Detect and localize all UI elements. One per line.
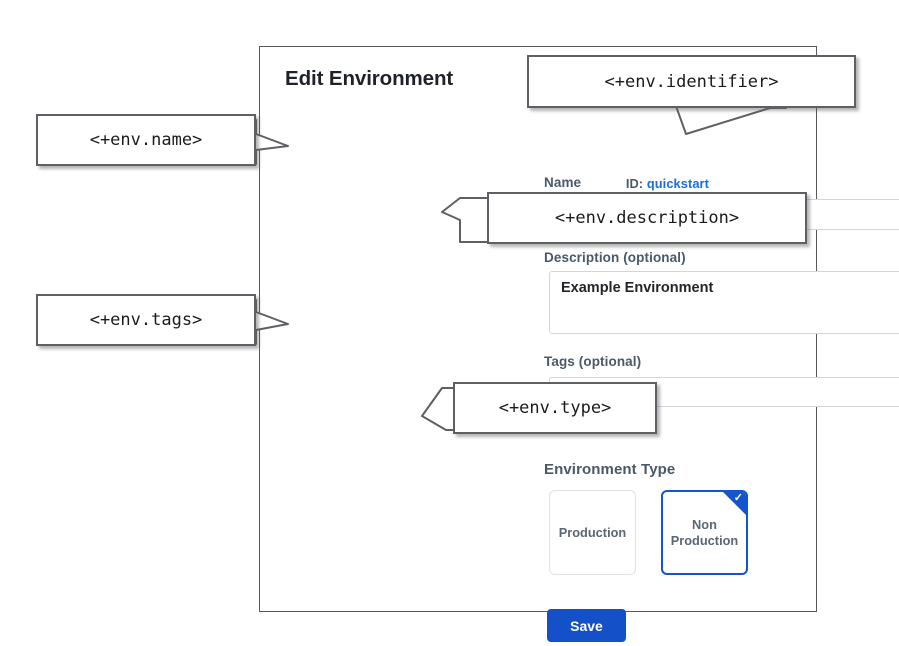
callout-tail-tags [250,298,296,346]
check-icon: ✓ [733,492,743,504]
tags-label: Tags (optional) [544,354,642,369]
environment-type-option-production[interactable]: Production [549,490,636,575]
callout-text: <+env.description> [554,208,740,228]
option-label-line1: Non [692,516,717,532]
environment-type-option-non-production[interactable]: ✓ Non Production [661,490,748,575]
callout-text: <+env.identifier> [604,71,779,92]
callout-env-type: <+env.type> [453,382,657,434]
callout-text: <+env.type> [498,398,612,418]
callout-env-tags: <+env.tags> [36,294,256,346]
save-button[interactable]: Save [547,609,626,642]
description-label: Description (optional) [544,250,686,265]
name-label: Name [544,175,582,190]
description-textarea[interactable]: Example Environment [549,271,899,334]
callout-tail-name [250,118,296,166]
id-prefix-label: ID: [625,176,644,191]
callout-tail-identifier [640,104,790,144]
page-title: Edit Environment [285,67,454,90]
callout-text: <+env.tags> [89,310,203,330]
environment-id-link[interactable]: quickstart [646,176,709,191]
callout-tail-description [440,196,500,246]
environment-type-option-label: Production [558,524,627,540]
callout-env-description: <+env.description> [487,192,807,244]
environment-type-option-label: Non Production [671,517,739,549]
option-label-line2: Production [670,532,739,548]
callout-text: <+env.name> [89,130,203,150]
selected-corner-badge [722,492,746,516]
environment-id-line: ID: quickstart [626,176,709,191]
callout-env-identifier: <+env.identifier> [527,55,856,108]
callout-env-name: <+env.name> [36,114,256,166]
environment-type-label: Environment Type [544,461,676,478]
